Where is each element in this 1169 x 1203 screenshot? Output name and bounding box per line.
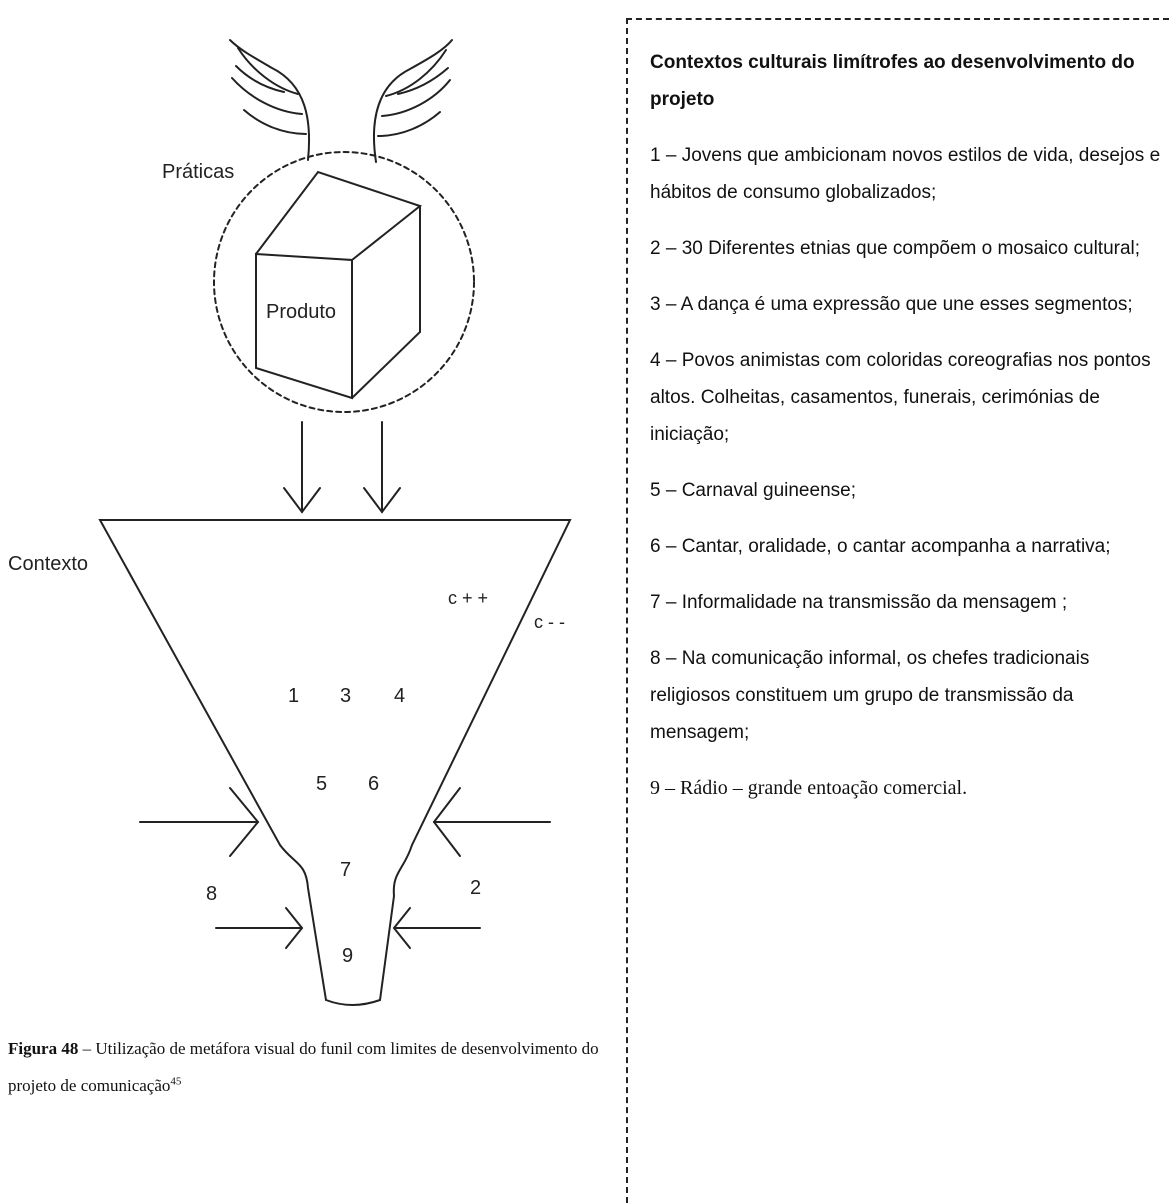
list-item-9: 9 – Rádio – grande entoação comercial. <box>650 770 1169 807</box>
label-9: 9 <box>342 945 353 967</box>
practices-circle <box>214 152 474 412</box>
funnel-shape <box>100 520 570 1005</box>
label-c-minus: c - - <box>534 612 565 632</box>
list-item-5: 5 – Carnaval guineense; <box>650 472 1169 509</box>
figure-caption-label: Figura 48 <box>8 1039 78 1058</box>
list-item-3: 3 – A dança é uma expressão que une esse… <box>650 286 1169 323</box>
label-produto: Produto <box>266 301 336 323</box>
label-8: 8 <box>206 883 217 905</box>
label-7: 7 <box>340 859 351 881</box>
list-item-7: 7 – Informalidade na transmissão da mens… <box>650 584 1169 621</box>
figure-caption: Figura 48 – Utilização de metáfora visua… <box>8 1030 608 1104</box>
list-item-1: 1 – Jovens que ambicionam novos estilos … <box>650 137 1169 211</box>
right-wing-icon <box>374 40 452 162</box>
left-wing-icon <box>230 40 309 160</box>
label-contexto: Contexto <box>8 553 88 575</box>
label-5: 5 <box>316 773 327 795</box>
down-arrows <box>284 422 400 512</box>
list-item-2: 2 – 30 Diferentes etnias que compõem o m… <box>650 230 1169 267</box>
label-1: 1 <box>288 685 299 707</box>
product-box-icon <box>256 172 420 398</box>
footnote-ref: 45 <box>170 1075 181 1087</box>
label-4: 4 <box>394 685 405 707</box>
list-item-6: 6 – Cantar, oralidade, o cantar acompanh… <box>650 528 1169 565</box>
label-2: 2 <box>470 877 481 899</box>
list-item-4: 4 – Povos animistas com coloridas coreog… <box>650 342 1169 453</box>
panel-title: Contextos culturais limítrofes ao desenv… <box>650 44 1169 118</box>
label-3: 3 <box>340 685 351 707</box>
label-praticas: Práticas <box>162 161 234 183</box>
funnel-diagram: Práticas Produto Contexto c + + c - - 1 … <box>0 0 620 1020</box>
label-6: 6 <box>368 773 379 795</box>
label-c-plus: c + + <box>448 588 488 608</box>
context-panel: Contextos culturais limítrofes ao desenv… <box>626 18 1169 1203</box>
figure-caption-text: – Utilização de metáfora visual do funil… <box>8 1039 599 1095</box>
list-item-8: 8 – Na comunicação informal, os chefes t… <box>650 640 1169 751</box>
